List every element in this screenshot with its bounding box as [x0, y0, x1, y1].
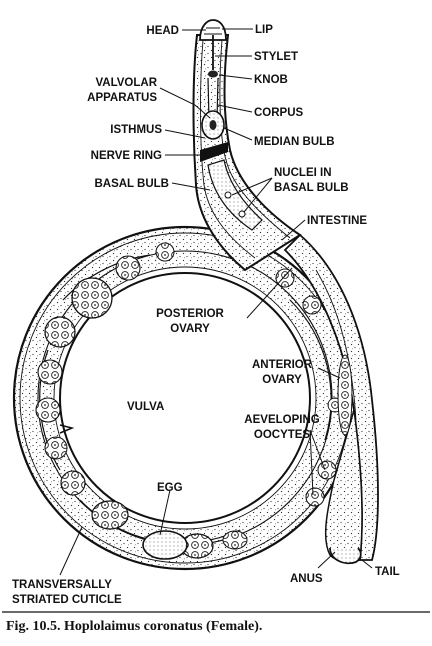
- labels: HEAD LIP STYLET KNOB VALVOLAR APPARATUS …: [12, 24, 400, 606]
- label-valvolar-1: VALVOLAR: [95, 77, 157, 89]
- oocyte-clusters: [35, 242, 343, 559]
- label-cuticle-1: TRANSVERSALLY: [12, 579, 112, 591]
- label-anterior-2: OVARY: [262, 374, 302, 386]
- label-aeveloping-2: OOCYTES: [254, 429, 311, 441]
- label-intestine: INTESTINE: [307, 215, 367, 227]
- posterior-body: [283, 233, 379, 565]
- label-nuclei-2: BASAL BULB: [274, 182, 349, 194]
- neck: [192, 34, 302, 272]
- egg: [142, 530, 188, 560]
- vulva-opening: [59, 424, 75, 434]
- label-nerve-ring: NERVE RING: [91, 150, 162, 162]
- label-basal-bulb: BASAL BULB: [94, 178, 169, 190]
- label-corpus: CORPUS: [254, 107, 304, 119]
- label-head: HEAD: [146, 25, 179, 37]
- nerve-ring: [200, 142, 228, 162]
- stylet: [208, 35, 218, 78]
- basal-bulb: [207, 159, 263, 231]
- label-aeveloping-1: AEVELOPING: [244, 414, 319, 426]
- figure-caption: Fig. 10.5. Hoplolaimus coronatus (Female…: [6, 619, 262, 634]
- label-posterior-1: POSTERIOR: [156, 308, 224, 320]
- label-nuclei-1: NUCLEI IN: [274, 167, 332, 179]
- label-tail: TAIL: [375, 566, 400, 578]
- label-vulva: VULVA: [127, 401, 164, 413]
- body-ring: [12, 225, 358, 571]
- label-median-bulb: MEDIAN BULB: [254, 136, 335, 148]
- label-anus: ANUS: [290, 573, 323, 585]
- tail-tip: [329, 547, 362, 565]
- label-egg: EGG: [157, 482, 183, 494]
- label-anterior-1: ANTERIOR: [252, 359, 313, 371]
- knob: [208, 70, 218, 78]
- label-knob: KNOB: [254, 74, 288, 86]
- label-posterior-2: OVARY: [170, 323, 210, 335]
- pharynx: [201, 77, 225, 140]
- label-stylet: STYLET: [254, 51, 298, 63]
- label-lip: LIP: [255, 24, 273, 36]
- head: [199, 19, 227, 41]
- label-isthmus: ISTHMUS: [110, 124, 162, 136]
- label-valvolar-2: APPARATUS: [87, 92, 157, 104]
- leader-lines: [59, 28, 373, 576]
- label-cuticle-2: STRIATED CUTICLE: [12, 594, 122, 606]
